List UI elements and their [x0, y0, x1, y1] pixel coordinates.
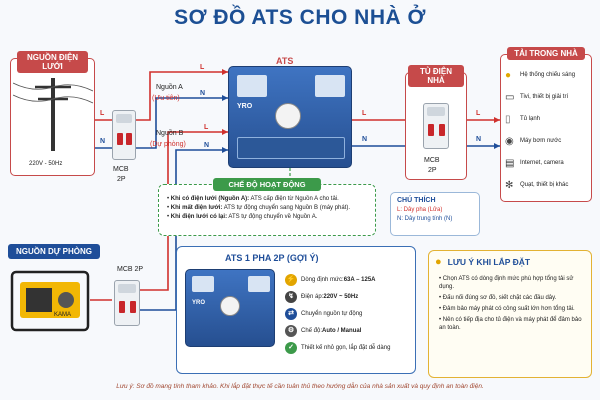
generator-brand: KAMA: [54, 312, 71, 318]
mode-line: • Khi điện lưới có lại: ATS tự động chuy…: [167, 214, 318, 220]
grid-source-panel: NGUỒN ĐIỆN LƯỚI 220V - 50Hz: [10, 51, 95, 176]
tip-item: • Nên có tiếp địa cho tủ điện và máy phá…: [439, 317, 582, 331]
footer-note: Lưu ý: Sơ đồ mang tính tham khảo. Khi lắ…: [116, 383, 484, 390]
spec-item: ↯ Điện áp: 220V ~ 50Hz: [285, 288, 413, 305]
load-item: ▭ Tivi, thiết bị giải trí: [505, 91, 569, 103]
source-a-label: Nguồn A: [156, 84, 183, 91]
mcb-backup-label: MCB 2P: [117, 266, 144, 273]
mcb-house-rating: 2P: [428, 167, 437, 174]
mcb-grid-label: MCB: [113, 166, 129, 173]
bulb-icon: ●: [505, 69, 512, 81]
fan-icon: ✻: [505, 179, 514, 191]
ats-brand: YRO: [237, 103, 253, 110]
load-item: ● Hệ thống chiếu sáng: [505, 69, 576, 81]
load-L-label: L: [476, 110, 481, 117]
loads-title: TẢI TRONG NHÀ: [507, 47, 585, 60]
grid-N-label: N: [100, 138, 106, 145]
load-N-label: N: [476, 136, 482, 143]
operating-mode-title: CHẾ ĐỘ HOẠT ĐỘNG: [213, 178, 321, 191]
load-item: ▯ Tủ lạnh: [505, 113, 541, 125]
source-b-N: N: [204, 142, 210, 149]
source-b-label: Nguồn B: [156, 130, 184, 137]
ats-spec-box: ATS 1 PHA 2P (GỢI Ý) YRO ⚡ Dòng định mức…: [176, 246, 416, 374]
install-tips-box: ● LƯU Ý KHI LẮP ĐẶT • Chọn ATS có dòng đ…: [428, 250, 592, 378]
ats-switch-knob[interactable]: [275, 103, 301, 129]
mcb-house[interactable]: [423, 103, 449, 149]
house-panel: TỦ ĐIỆN NHÀ MCB 2P: [405, 65, 467, 180]
tips-title: LƯU Ý KHI LẮP ĐẶT: [447, 257, 531, 267]
lightbulb-icon: ●: [435, 256, 442, 268]
mcb-grid-rating: 2P: [117, 176, 126, 183]
bolt-icon: ⚡: [285, 273, 297, 286]
loads-panel: TẢI TRONG NHÀ ● Hệ thống chiếu sáng ▭ Ti…: [500, 47, 592, 202]
legend-title: CHÚ THÍCH: [397, 197, 436, 204]
operating-mode-box: CHẾ ĐỘ HOẠT ĐỘNG • Khi có điện lưới (Ngu…: [158, 178, 376, 236]
load-item: ▤ Internet, camera: [505, 157, 564, 169]
legend-box: CHÚ THÍCH L: Dây pha (Lửa) N: Dây trung …: [390, 192, 480, 236]
grid-source-title: NGUỒN ĐIỆN LƯỚI: [17, 51, 88, 73]
source-b-L: L: [204, 124, 209, 131]
check-icon: ✓: [285, 341, 297, 354]
legend-N: N: Dây trung tính (N): [397, 216, 453, 222]
wire-srcA-L: [136, 71, 228, 121]
mode-line: • Khi có điện lưới (Nguồn A): ATS cấp đi…: [167, 196, 339, 202]
router-icon: ▤: [505, 157, 515, 169]
spec-title: ATS 1 PHA 2P (GỢI Ý): [225, 253, 319, 263]
plug-icon: ↯: [285, 290, 297, 303]
house-panel-title: TỦ ĐIỆN NHÀ: [408, 65, 464, 87]
source-b-sub: (Dự phòng): [150, 141, 186, 148]
tip-item: • Chọn ATS có dòng định mức phù hợp tổng…: [439, 276, 574, 290]
mode-line: • Khi mất điện lưới: ATS tự động chuyển …: [167, 205, 351, 211]
out-N-label: N: [362, 136, 368, 143]
page-title: SƠ ĐỒ ATS CHO NHÀ Ở: [174, 6, 426, 29]
mcb-house-label: MCB: [424, 157, 440, 164]
source-a-L: L: [200, 64, 205, 71]
spec-item: ⚙ Chế độ: Auto / Manual: [285, 322, 413, 339]
spec-item: ⚡ Dòng định mức: 63A – 125A: [285, 271, 413, 288]
mcb-backup[interactable]: [114, 280, 140, 326]
tip-item: • Đảm bảo máy phát có công suất lớn hơn …: [439, 306, 575, 312]
pump-icon: ◉: [505, 135, 514, 147]
backup-title: NGUỒN DỰ PHÒNG: [8, 244, 100, 259]
tv-icon: ▭: [505, 91, 515, 103]
source-a-sub: (Ưu tiên): [152, 95, 180, 102]
ats-device[interactable]: YRO: [228, 66, 352, 168]
fridge-icon: ▯: [505, 113, 511, 125]
ats-product-image: YRO: [185, 269, 275, 347]
out-L-label: L: [362, 110, 367, 117]
grid-L-label: L: [100, 110, 105, 117]
grid-voltage: 220V - 50Hz: [29, 161, 63, 167]
ats-product-brand: YRO: [192, 300, 206, 306]
gear-icon: ⚙: [285, 324, 297, 337]
load-item: ◉ Máy bơm nước: [505, 135, 562, 147]
switch-icon: ⇄: [285, 307, 297, 320]
source-a-N: N: [200, 90, 206, 97]
generator-icon: KAMA: [10, 270, 90, 332]
wire-srcA-N: [136, 97, 228, 149]
spec-item: ✓ Thiết kế nhỏ gọn, lắp đặt dễ dàng: [285, 339, 413, 356]
ats-label: ATS: [276, 56, 294, 66]
power-pole-icon: [13, 78, 93, 151]
legend-L: L: Dây pha (Lửa): [397, 207, 443, 213]
tip-item: • Đấu nối đúng sơ đồ, siết chặt các đầu …: [439, 295, 557, 301]
mcb-grid[interactable]: [112, 110, 136, 160]
load-item: ✻ Quạt, thiết bị khác: [505, 179, 569, 191]
spec-item: ⇄ Chuyển nguồn tự động: [285, 305, 413, 322]
